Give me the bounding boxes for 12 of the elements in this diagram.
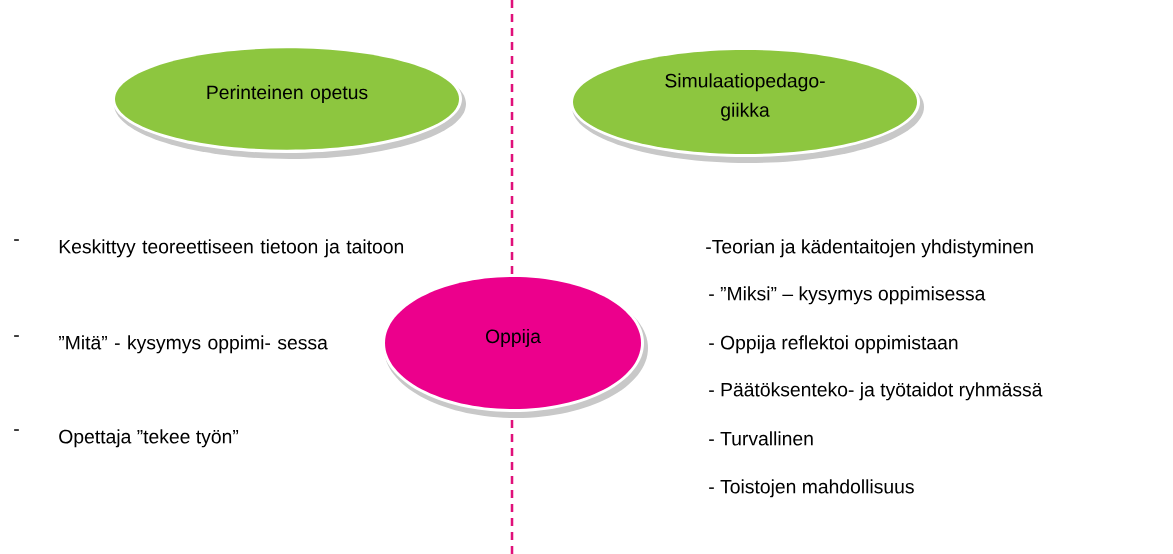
list-item: - — [14, 429, 19, 431]
list-item: - Päätöksenteko- ja työtaidot ryhmässä — [709, 382, 1043, 401]
list-item: - — [14, 239, 19, 241]
list-item: - Oppija reflektoi oppimistaan — [709, 335, 958, 354]
list-item: - Toistojen mahdollisuus — [709, 479, 914, 498]
list-item: - ”Miksi” – kysymys oppimisessa — [709, 286, 986, 305]
list-item: - Turvallinen — [709, 431, 813, 446]
list-item: Keskittyy teoreettiseen tietoon ja taitoon — [59, 239, 403, 258]
list-item: Opettaja ”tekee työn” — [59, 429, 239, 448]
list-item: -Teorian ja kädentaitojen yhdistyminen — [706, 239, 1033, 258]
list-item: - — [14, 335, 19, 337]
list-item: ”Mitä” - kysymys oppimi- sessa — [59, 335, 328, 354]
